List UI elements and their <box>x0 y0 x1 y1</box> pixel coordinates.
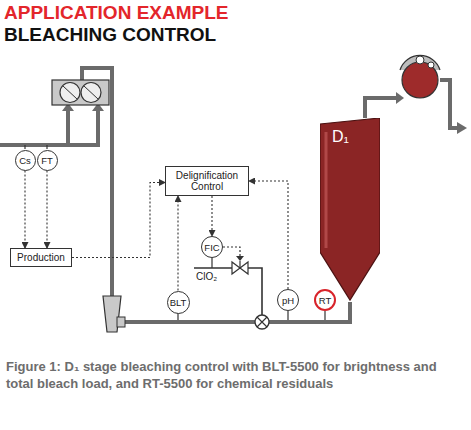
instrument-bubble: Cs <box>15 150 36 171</box>
instrument-bubble: FIC <box>201 236 223 258</box>
node-label: Cs <box>19 155 31 166</box>
instrument-stem <box>324 311 325 320</box>
sensor-bubble: BLT <box>167 291 190 314</box>
controller-box: Delignification Control <box>165 166 249 196</box>
instrument-stem <box>211 258 212 268</box>
washer <box>52 80 109 105</box>
signal-line <box>24 171 25 249</box>
node-label: RT <box>319 295 332 306</box>
feed-pipe <box>66 110 70 145</box>
node-label: FIC <box>204 242 219 253</box>
signal-line <box>72 183 165 258</box>
signal-line <box>46 171 47 249</box>
arrow-head <box>396 92 404 104</box>
heading-kicker: APPLICATION EXAMPLE <box>4 2 229 24</box>
instrument-stem <box>24 145 25 149</box>
drum-washer <box>400 55 440 98</box>
heading-title: BLEACHING CONTROL <box>4 24 216 46</box>
node-label: BLT <box>170 297 187 308</box>
pump <box>103 296 125 332</box>
arrow-head <box>236 256 244 261</box>
signal-line <box>211 196 212 236</box>
bleach-tower: D₁ <box>320 118 380 302</box>
clo2-line <box>194 268 262 315</box>
outlet-pipe <box>440 80 458 128</box>
tower-outline <box>320 118 380 302</box>
instrument-stem <box>46 145 47 149</box>
sensor-bubble: RT <box>314 289 336 311</box>
node-label: pH <box>282 295 294 306</box>
mixer <box>255 315 269 329</box>
node-label: Production <box>17 252 65 263</box>
outlet-pipe <box>365 98 398 118</box>
arrow-head <box>457 122 467 134</box>
feed-pipe <box>0 110 98 145</box>
figure-caption: Figure 1: D₁ stage bleaching control wit… <box>6 358 464 392</box>
sensor-bubble: pH <box>277 289 299 311</box>
control-valve <box>232 261 248 274</box>
process-box: Production <box>10 248 72 267</box>
instrument-stem <box>177 313 178 320</box>
node-label: Delignification Control <box>170 170 244 192</box>
instrument-stem <box>287 311 288 320</box>
signal-line <box>249 181 288 289</box>
node-label: D₁ <box>332 128 349 146</box>
chemical-label: ClO₂ <box>195 271 218 282</box>
instrument-bubble: FT <box>37 150 58 171</box>
signal-line <box>177 196 178 291</box>
node-label: FT <box>41 155 53 166</box>
